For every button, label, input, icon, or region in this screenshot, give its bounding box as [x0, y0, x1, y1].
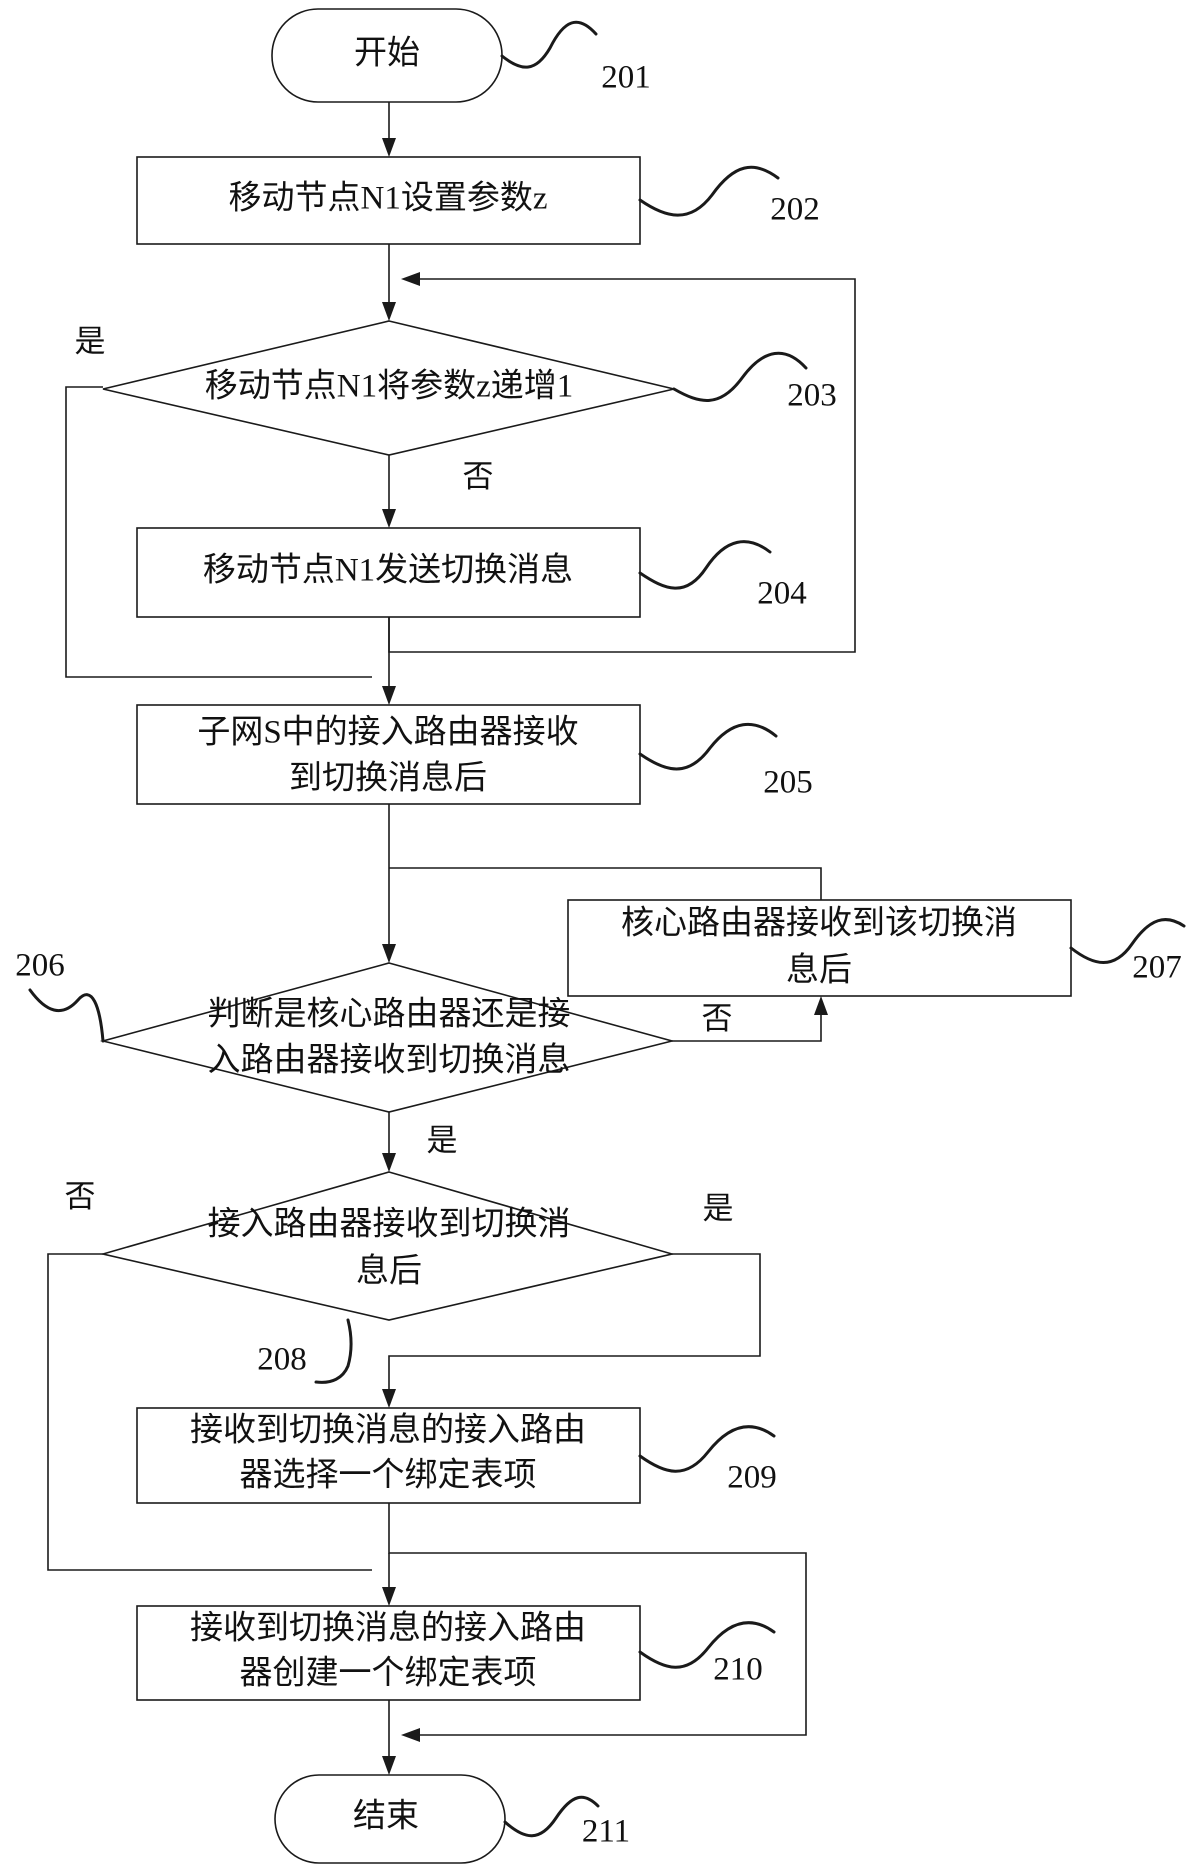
label-yes-206: 是	[427, 1123, 458, 1158]
arrowhead	[401, 1728, 420, 1742]
leader-201	[500, 20, 598, 69]
arrowhead	[382, 944, 396, 963]
process-205-line-2: 到切换消息后	[289, 760, 487, 797]
ref-201: 201	[601, 60, 651, 96]
arrowhead	[382, 509, 396, 528]
start-label: 开始	[354, 35, 420, 72]
arrowhead	[382, 1153, 396, 1172]
reference-numbers: 201 202 203 204 205 206 207 208 209 210 …	[15, 60, 1182, 1850]
process-202-label: 移动节点N1设置参数z	[229, 180, 548, 217]
arrowheads	[382, 138, 828, 1775]
leader-205	[638, 722, 778, 771]
decision-203-label: 移动节点N1将参数z递增1	[205, 368, 573, 405]
label-yes-208: 是	[703, 1191, 734, 1226]
process-210: 接收到切换消息的接入路由 器创建一个绑定表项	[136, 1605, 641, 1701]
process-209-line-1: 接收到切换消息的接入路由	[190, 1412, 586, 1449]
process-207: 核心路由器接收到该切换消 息后	[567, 899, 1072, 997]
arrowhead	[382, 1756, 396, 1775]
arrowhead	[401, 272, 420, 286]
ref-205: 205	[763, 765, 813, 801]
process-207-line-1: 核心路由器接收到该切换消	[621, 905, 1017, 942]
leader-204	[638, 540, 772, 590]
ref-204: 204	[757, 576, 807, 612]
process-207-line-2: 息后	[786, 952, 852, 989]
ref-206: 206	[15, 948, 65, 984]
decision-208-line-1: 接入路由器接收到切换消	[208, 1206, 571, 1243]
decision-206-line-2: 入路由器接收到切换消息	[208, 1042, 571, 1079]
decision-208-line-2: 息后	[356, 1253, 422, 1290]
leader-202	[638, 165, 780, 217]
ref-203: 203	[787, 378, 837, 414]
process-209-line-2: 器选择一个绑定表项	[240, 1457, 537, 1494]
arrowhead	[382, 1587, 396, 1606]
leader-211	[503, 1795, 600, 1838]
leader-207	[1069, 918, 1186, 964]
decision-206: 判断是核心路由器还是接 入路由器接收到切换消息	[99, 962, 676, 1113]
arrowhead	[382, 302, 396, 321]
process-205-line-1: 子网S中的接入路由器接收	[197, 714, 578, 751]
process-210-line-1: 接收到切换消息的接入路由	[190, 1610, 586, 1647]
decision-208: 接入路由器接收到切换消 息后	[99, 1171, 676, 1321]
process-209: 接收到切换消息的接入路由 器选择一个绑定表项	[136, 1407, 641, 1504]
arrowhead	[814, 996, 828, 1015]
arrowhead	[382, 138, 396, 157]
start-node: 开始	[271, 8, 503, 103]
decision-206-line-1: 判断是核心路由器还是接	[208, 996, 571, 1033]
leader-206	[28, 988, 105, 1043]
label-yes-203: 是	[75, 324, 106, 359]
leader-203	[672, 351, 808, 402]
connectors	[47, 102, 856, 1770]
label-no-208: 否	[65, 1179, 96, 1214]
ref-208: 208	[257, 1342, 307, 1378]
ref-211: 211	[582, 1814, 630, 1850]
process-205: 子网S中的接入路由器接收 到切换消息后	[136, 704, 641, 805]
label-no-203: 否	[463, 459, 494, 494]
process-202: 移动节点N1设置参数z	[136, 156, 641, 245]
ref-207: 207	[1132, 950, 1182, 986]
leader-210	[638, 1621, 776, 1669]
leader-209	[638, 1425, 776, 1473]
process-210-line-2: 器创建一个绑定表项	[240, 1655, 537, 1692]
ref-210: 210	[713, 1652, 763, 1688]
process-204-label: 移动节点N1发送切换消息	[203, 552, 573, 589]
decision-203: 移动节点N1将参数z递增1	[102, 320, 675, 456]
arrowhead	[382, 1389, 396, 1408]
ref-209: 209	[727, 1460, 777, 1496]
end-node: 结束	[274, 1774, 506, 1864]
process-204: 移动节点N1发送切换消息	[136, 527, 641, 618]
reference-leaders	[28, 20, 1186, 1838]
end-label: 结束	[353, 1798, 419, 1835]
leader-208	[314, 1318, 353, 1384]
label-no-206: 否	[702, 1001, 733, 1036]
branch-labels: 是 否 否 是 否 是	[65, 324, 734, 1226]
arrowhead	[382, 686, 396, 705]
ref-202: 202	[770, 192, 820, 228]
